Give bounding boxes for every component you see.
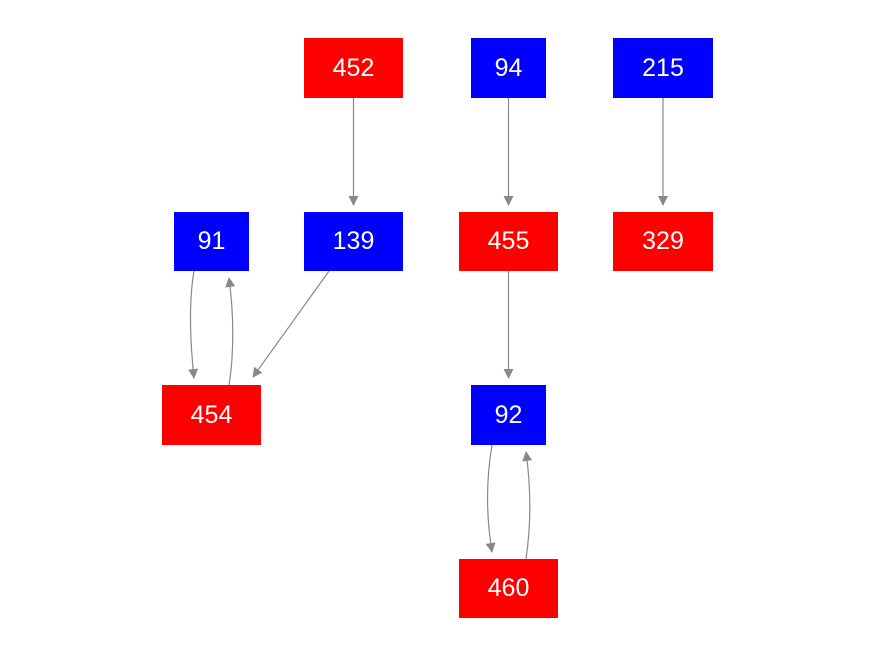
node-label: 94 xyxy=(494,53,523,82)
node-label: 329 xyxy=(642,227,684,255)
edge-92-to-460 xyxy=(485,444,496,553)
node-label: 455 xyxy=(487,227,530,255)
node-label: 452 xyxy=(332,53,375,82)
node-label: 91 xyxy=(197,227,226,255)
node-91: 91 xyxy=(174,212,249,271)
node-label: 460 xyxy=(487,574,530,602)
edge-91-to-454 xyxy=(188,270,199,379)
node-139: 139 xyxy=(304,212,403,271)
node-label: 139 xyxy=(332,227,375,255)
node-455: 455 xyxy=(459,212,558,271)
node-452: 452 xyxy=(304,38,403,98)
node-label: 92 xyxy=(494,400,523,429)
edge-460-to-92 xyxy=(522,451,533,560)
node-94: 94 xyxy=(471,38,546,98)
node-label: 215 xyxy=(642,53,684,82)
node-454: 454 xyxy=(162,385,261,445)
node-329: 329 xyxy=(613,212,713,271)
node-label: 454 xyxy=(190,400,233,429)
node-92: 92 xyxy=(471,385,546,445)
node-460: 460 xyxy=(459,559,558,618)
edge-454-to-91 xyxy=(225,277,236,386)
node-215: 215 xyxy=(613,38,713,98)
edge-139-to-454 xyxy=(252,270,330,378)
